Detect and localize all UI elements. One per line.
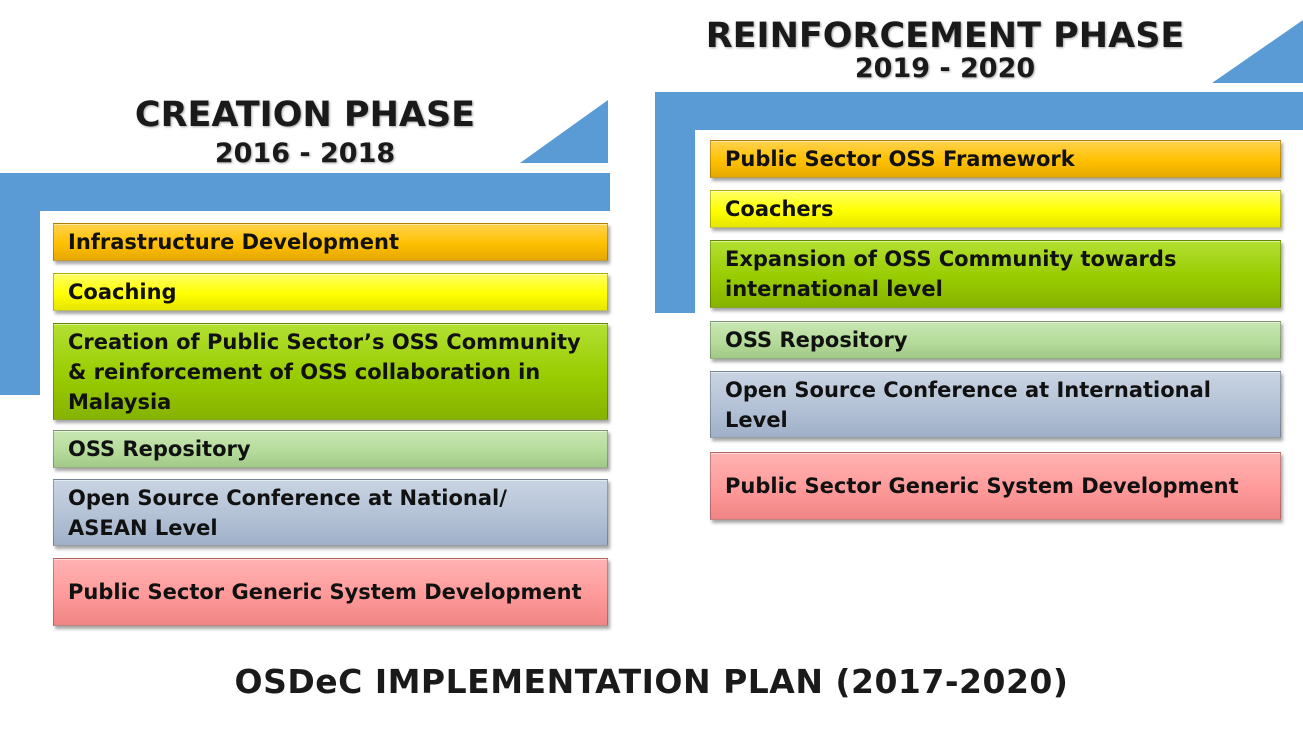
plan-title: OSDeC IMPLEMENTATION PLAN (2017-2020) <box>234 662 1069 701</box>
reinforcement-step-bar <box>655 92 1303 313</box>
reinforcement-item: OSS Repository <box>710 321 1281 359</box>
creation-item: Creation of Public Sector’s OSS Communit… <box>53 323 608 420</box>
creation-phase-title: CREATION PHASE <box>134 95 476 135</box>
creation-item: Coaching <box>53 273 608 311</box>
creation-item: Open Source Conference at National/ ASEA… <box>53 479 608 546</box>
creation-item: Public Sector Generic System Development <box>53 558 608 626</box>
reinforcement-phase-years: 2019 - 2020 <box>854 53 1036 84</box>
reinforcement-item: Public Sector Generic System Development <box>710 452 1281 520</box>
reinforcement-item: Expansion of OSS Community towards inter… <box>710 240 1281 308</box>
creation-item: OSS Repository <box>53 430 608 468</box>
creation-step-arrowhead <box>520 100 608 163</box>
reinforcement-item: Coachers <box>710 190 1281 228</box>
reinforcement-item: Public Sector OSS Framework <box>710 140 1281 178</box>
creation-step-bar <box>0 173 610 395</box>
creation-phase-years: 2016 - 2018 <box>214 138 396 169</box>
creation-item: Infrastructure Development <box>53 223 608 261</box>
reinforcement-phase-title: REINFORCEMENT PHASE <box>705 16 1185 56</box>
reinforcement-step-arrowhead <box>1212 20 1303 83</box>
reinforcement-item: Open Source Conference at International … <box>710 371 1281 438</box>
